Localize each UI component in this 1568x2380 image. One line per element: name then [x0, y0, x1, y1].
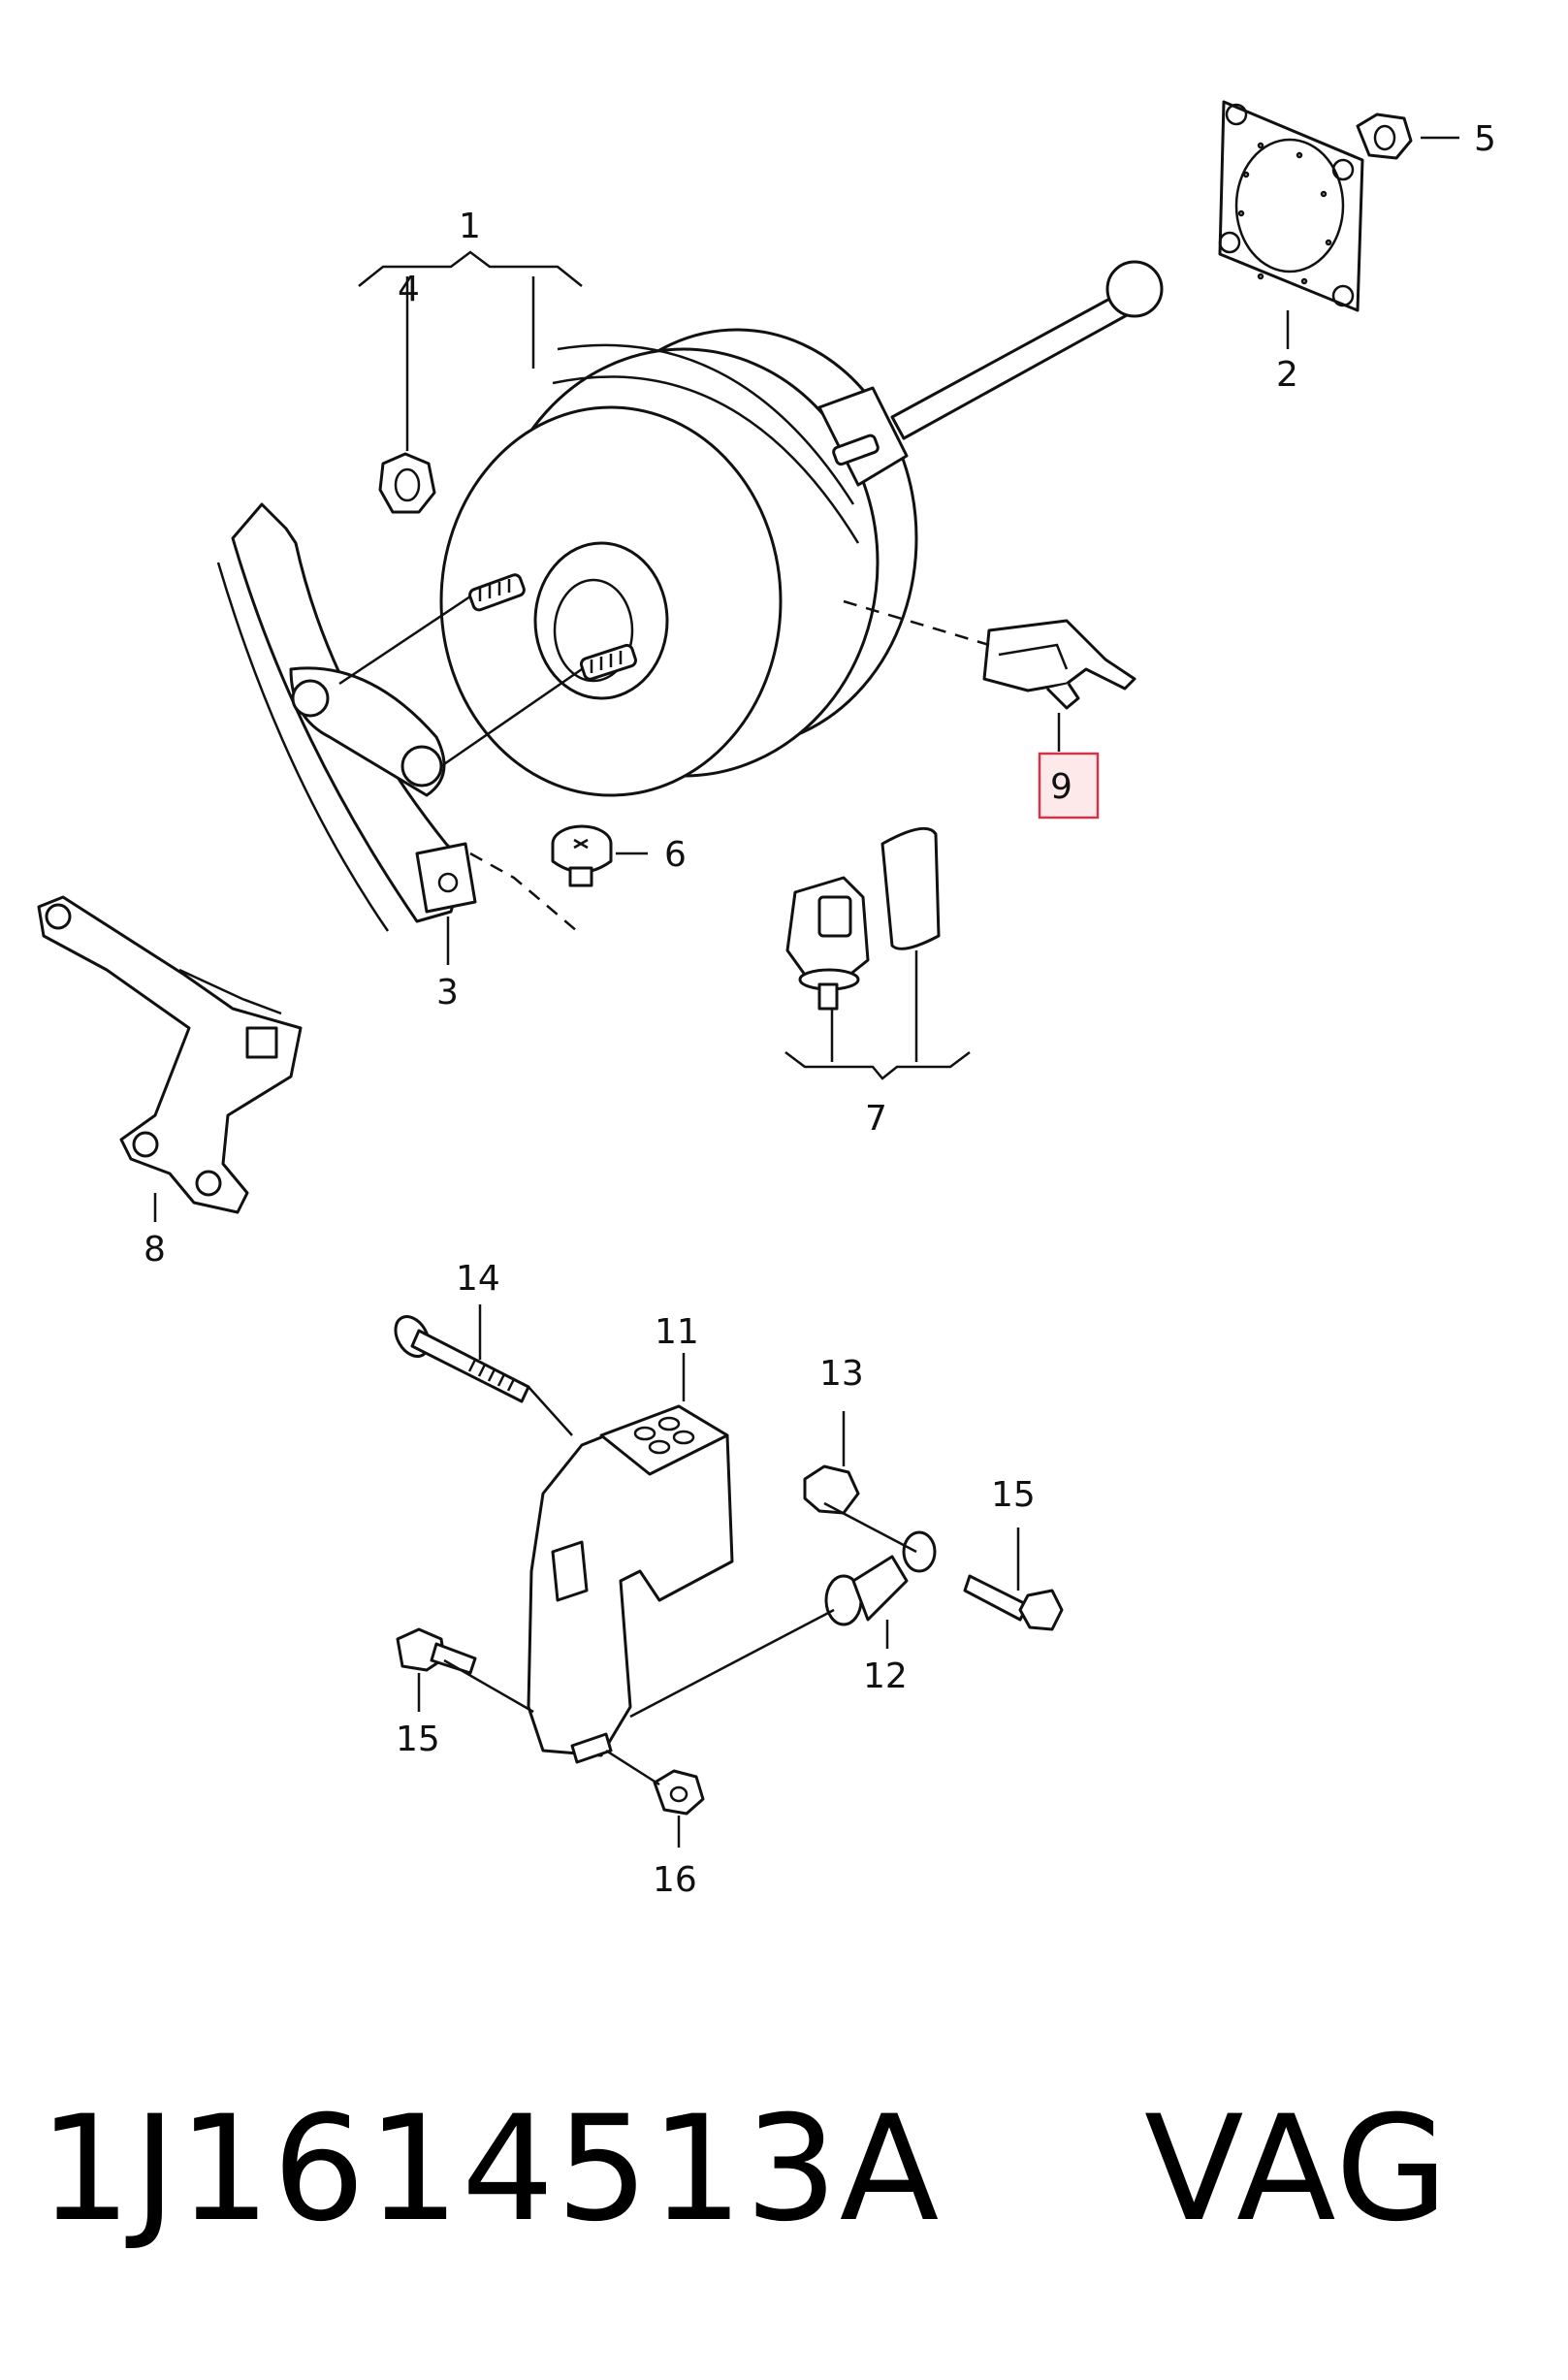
callout-7: 7 — [865, 1099, 887, 1139]
manufacturer-label: VAG — [1144, 2085, 1451, 2254]
nut-13 — [803, 1464, 860, 1515]
callout-8: 8 — [144, 1230, 166, 1270]
callout-13: 13 — [819, 1354, 864, 1394]
mount-12 — [824, 1530, 937, 1626]
callout-11: 11 — [655, 1312, 699, 1352]
callout-9: 9 — [1050, 767, 1072, 807]
callout-3: 3 — [436, 973, 459, 1013]
callout-5: 5 — [1474, 119, 1496, 159]
bolt-14 — [394, 1315, 530, 1403]
callout-15-left: 15 — [396, 1720, 440, 1759]
clip-9 — [982, 619, 1136, 710]
push-rod-ball — [1105, 260, 1164, 318]
booster-stud-upper — [468, 573, 526, 612]
callout-12: 12 — [863, 1656, 908, 1696]
sensor-label — [880, 826, 941, 950]
callout-4: 4 — [398, 270, 420, 309]
leader-lines — [153, 136, 1459, 1848]
heat-shield — [216, 502, 477, 932]
brake-booster — [439, 260, 1164, 797]
seal-gasket — [1218, 100, 1364, 312]
callout-16: 16 — [653, 1860, 697, 1900]
bracket-housing-11 — [527, 1404, 734, 1764]
vacuum-sensor — [785, 826, 941, 1011]
booster-stud-lower — [579, 643, 637, 681]
mounting-bracket-8 — [37, 895, 303, 1214]
callout-1: 1 — [459, 207, 481, 246]
nut-16 — [653, 1769, 705, 1816]
bolt-15-left — [396, 1627, 477, 1675]
callout-2: 2 — [1276, 355, 1298, 395]
part-number-label: 1J1614513A — [39, 2085, 942, 2254]
hex-nut-4 — [378, 452, 436, 514]
callout-labels: 1 2 3 4 5 6 7 8 9 11 12 13 14 15 15 16 — [144, 119, 1496, 1900]
bolt-15-right — [963, 1574, 1064, 1631]
callout-14: 14 — [456, 1259, 500, 1299]
hex-nut-5 — [1356, 113, 1413, 160]
bolt-6 — [551, 824, 613, 887]
assembly-lines — [338, 595, 990, 1786]
callout-15-right: 15 — [991, 1475, 1036, 1515]
callout-6: 6 — [664, 835, 687, 875]
highlight-box-9 — [1038, 752, 1100, 820]
push-rod — [890, 294, 1129, 440]
